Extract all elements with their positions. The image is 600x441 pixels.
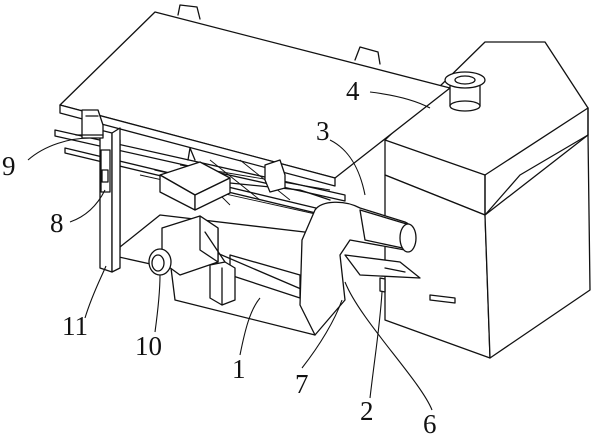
inlet-pipe: [444, 71, 486, 112]
clamp-bracket: [75, 109, 104, 139]
leader-6: [344, 281, 433, 411]
leader-11: [84, 265, 107, 319]
leader-4: [369, 91, 431, 109]
callout-8: 8: [50, 208, 64, 238]
gripper: [159, 147, 286, 211]
leader-3: [329, 139, 366, 196]
slot-part-6: [429, 294, 456, 304]
callout-4: 4: [346, 76, 360, 106]
callout-1: 1: [232, 354, 246, 384]
motor: [148, 215, 236, 306]
callout-2: 2: [360, 396, 374, 426]
callout-11: 11: [62, 311, 88, 341]
callout-6: 6: [423, 409, 437, 439]
leader-7: [301, 299, 343, 369]
leader-9: [27, 137, 91, 161]
leader-8: [69, 189, 106, 223]
leader-10: [154, 274, 161, 333]
leader-lines: [27, 91, 433, 411]
tank-housing: [384, 41, 591, 359]
callout-labels: 9 8 11 10 1 7 2 6 3 4: [2, 76, 437, 439]
chute: [299, 201, 421, 336]
leader-1: [239, 297, 261, 356]
callout-10: 10: [135, 331, 162, 361]
left-post: [99, 127, 121, 273]
callout-7: 7: [295, 369, 309, 399]
callout-3: 3: [316, 116, 330, 146]
leader-2: [369, 291, 383, 399]
callout-9: 9: [2, 151, 16, 181]
